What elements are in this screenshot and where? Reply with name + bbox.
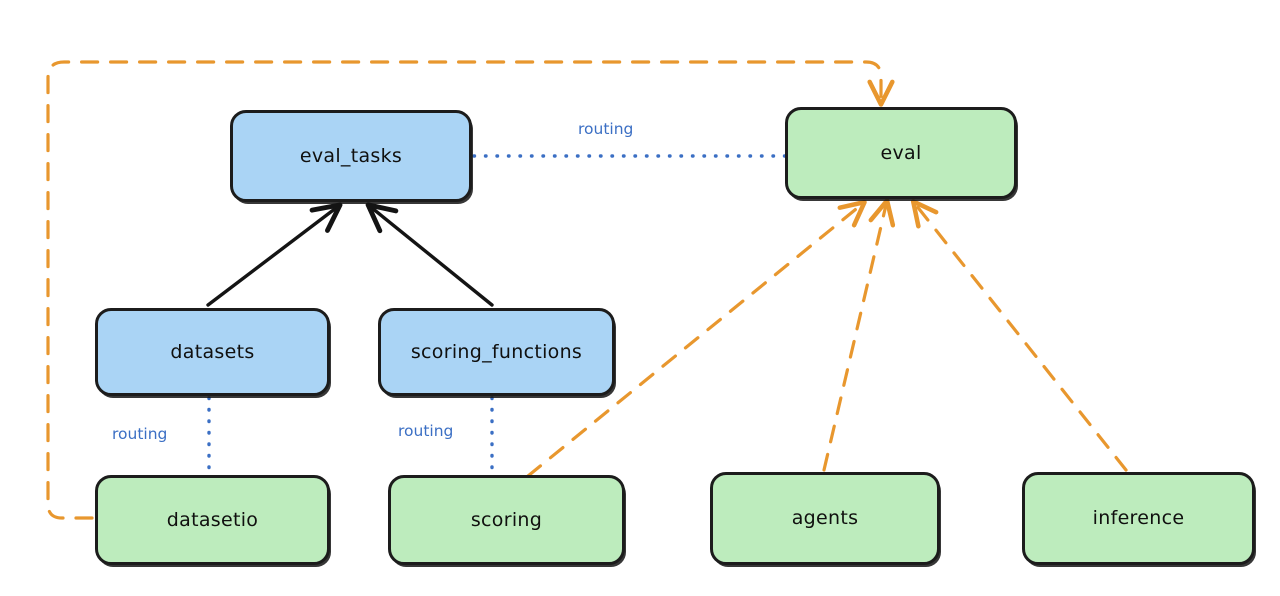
node-label: agents xyxy=(791,507,859,529)
edge-inference-to-eval xyxy=(910,199,1128,472)
node-scoring-functions[interactable]: scoring_functions xyxy=(378,308,615,396)
node-eval-tasks[interactable]: eval_tasks xyxy=(230,110,472,202)
node-label: eval_tasks xyxy=(299,144,403,167)
node-label: eval xyxy=(880,141,922,164)
node-agents[interactable]: agents xyxy=(710,472,940,565)
node-datasetio[interactable]: datasetio xyxy=(95,475,330,565)
edge-datasetio-to-eval xyxy=(46,60,895,520)
node-eval[interactable]: eval xyxy=(785,107,1017,199)
node-inference[interactable]: inference xyxy=(1022,472,1255,565)
node-scoring[interactable]: scoring xyxy=(388,475,625,565)
edge-scoring-to-eval xyxy=(526,199,867,478)
edge-label-routing-eval-tasks-eval: routing xyxy=(578,120,634,138)
edge-agents-to-eval xyxy=(822,198,896,472)
node-label: datasetio xyxy=(166,508,259,531)
node-label: scoring xyxy=(470,508,543,531)
node-label: inference xyxy=(1092,507,1185,529)
edge-scoring_functions-to-eval_tasks xyxy=(365,202,494,307)
node-datasets[interactable]: datasets xyxy=(95,308,330,396)
node-label: datasets xyxy=(170,340,255,363)
node-label: scoring_functions xyxy=(410,340,583,363)
edge-datasets-to-eval_tasks xyxy=(206,202,343,307)
edge-label-routing-datasets-datasetio: routing xyxy=(112,425,168,443)
edge-label-routing-scoring-functions-scoring: routing xyxy=(398,422,454,440)
